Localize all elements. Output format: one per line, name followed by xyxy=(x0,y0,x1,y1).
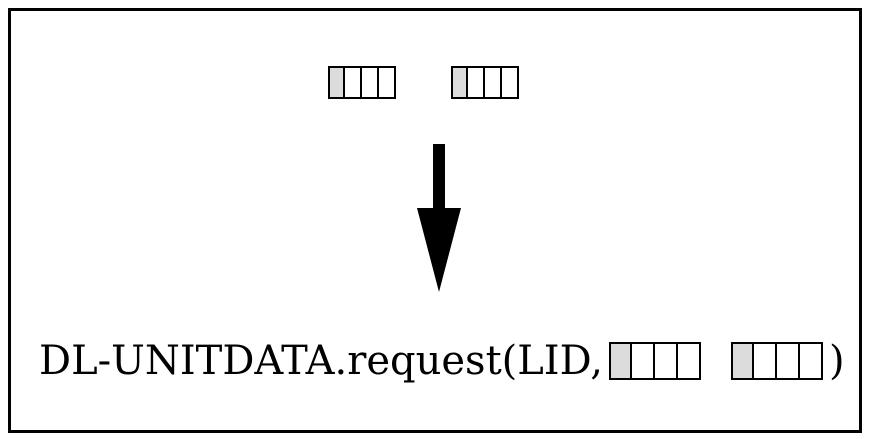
request-suffix: ) xyxy=(828,338,845,384)
down-arrow-icon xyxy=(417,144,461,292)
field-cell xyxy=(362,66,379,99)
field-shaded-cell xyxy=(328,66,345,99)
diagram-frame: DL-UNITDATA.request(LID, ) xyxy=(8,8,862,433)
field-cell xyxy=(345,66,362,99)
field-shaded-cell xyxy=(451,66,468,99)
request-prefix: DL-UNITDATA.request(LID, xyxy=(39,338,603,384)
field-cell xyxy=(776,342,800,380)
field-cell xyxy=(485,66,502,99)
field-cell xyxy=(631,342,655,380)
field-cell xyxy=(502,66,519,99)
field-cell xyxy=(379,66,396,99)
field-cell xyxy=(654,342,678,380)
field-cell xyxy=(468,66,485,99)
request-field-1 xyxy=(608,342,701,380)
frame-field-2 xyxy=(451,66,519,99)
request-line: DL-UNITDATA.request(LID, ) xyxy=(39,337,845,385)
request-field-2 xyxy=(730,342,823,380)
field-cell xyxy=(799,342,823,380)
field-cell xyxy=(677,342,701,380)
field-cell xyxy=(753,342,777,380)
frame-field-1 xyxy=(328,66,396,99)
field-shaded-cell xyxy=(608,342,632,380)
field-shaded-cell xyxy=(730,342,754,380)
